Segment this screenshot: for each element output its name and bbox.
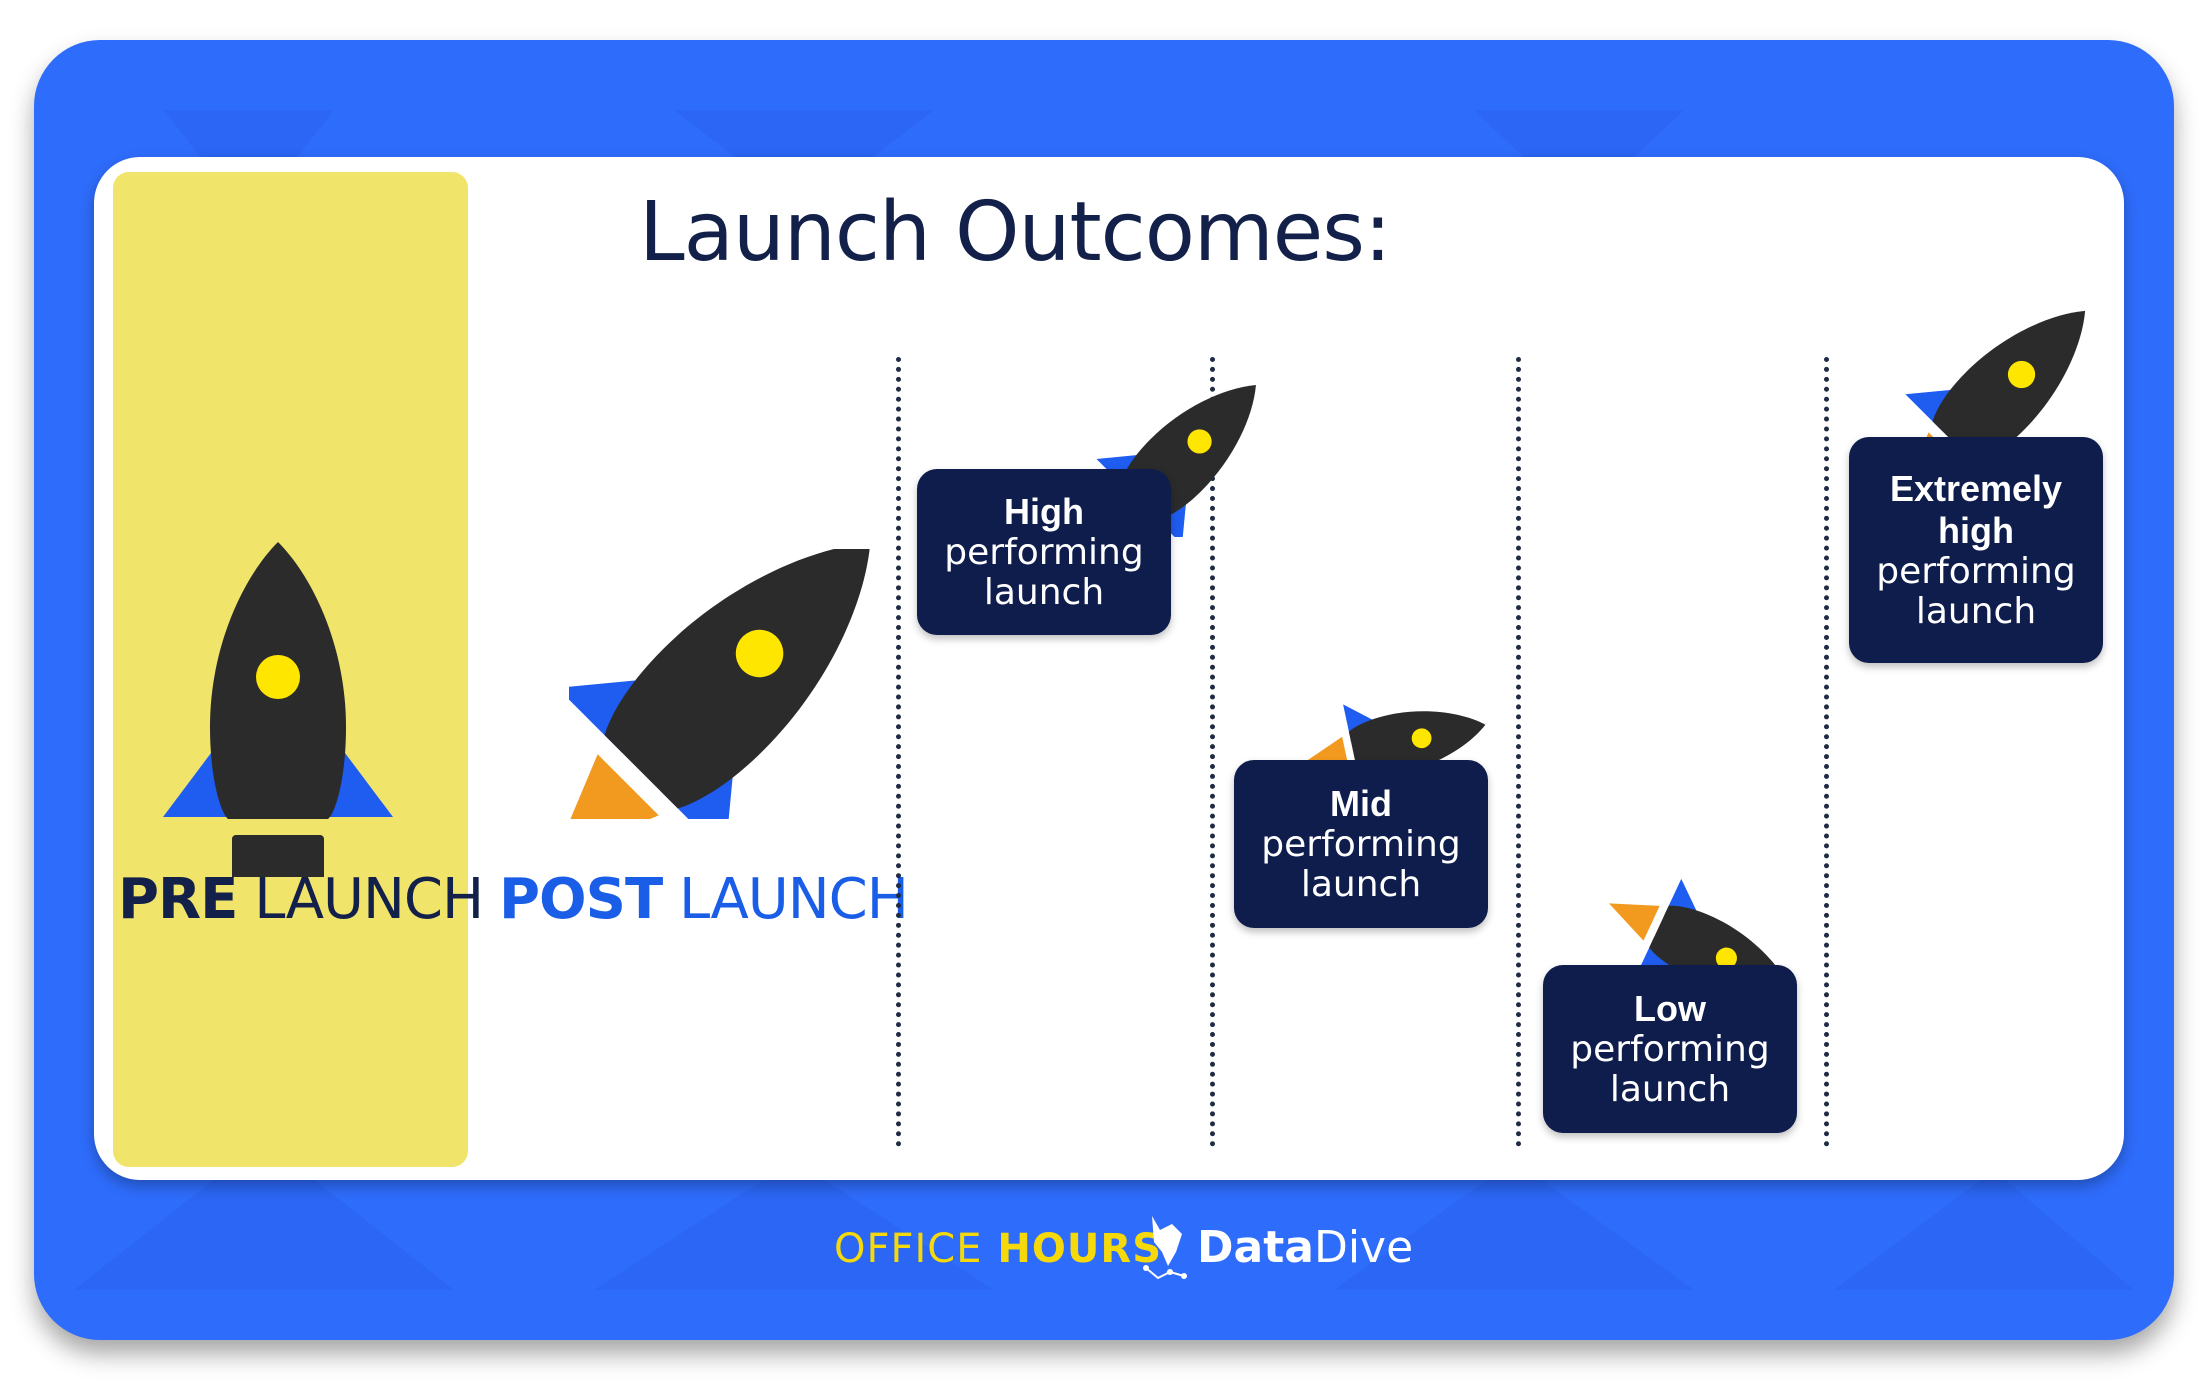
divider-2	[1210, 357, 1215, 1147]
divider-4	[1824, 357, 1829, 1147]
pre-launch-rocket-icon	[163, 542, 393, 877]
footer: OFFICE HOURS DataDive	[34, 1210, 2174, 1290]
slide-frame: Launch Outcomes: PRE LAUNCH POST LAUNCH	[34, 40, 2174, 1340]
outcome-low: Low performing launch	[1543, 965, 1797, 1133]
post-launch-rocket-icon	[569, 549, 871, 819]
pre-launch-label: PRE LAUNCH	[118, 867, 484, 932]
outcome-high: High performing launch	[917, 469, 1171, 635]
page-title: Launch Outcomes:	[639, 185, 1392, 280]
outcome-extremely-high: Extremely high performing launch	[1849, 437, 2103, 663]
office-hours-label: OFFICE HOURS	[834, 1226, 1162, 1272]
datadive-brand: DataDive	[1197, 1222, 1414, 1273]
outcome-mid: Mid performing launch	[1234, 760, 1488, 928]
divider-3	[1516, 357, 1521, 1147]
divider-1	[896, 357, 901, 1147]
post-launch-label: POST LAUNCH	[499, 867, 909, 932]
datadive-fox-logo-icon	[1143, 1216, 1187, 1280]
content-card: Launch Outcomes: PRE LAUNCH POST LAUNCH	[94, 157, 2124, 1180]
